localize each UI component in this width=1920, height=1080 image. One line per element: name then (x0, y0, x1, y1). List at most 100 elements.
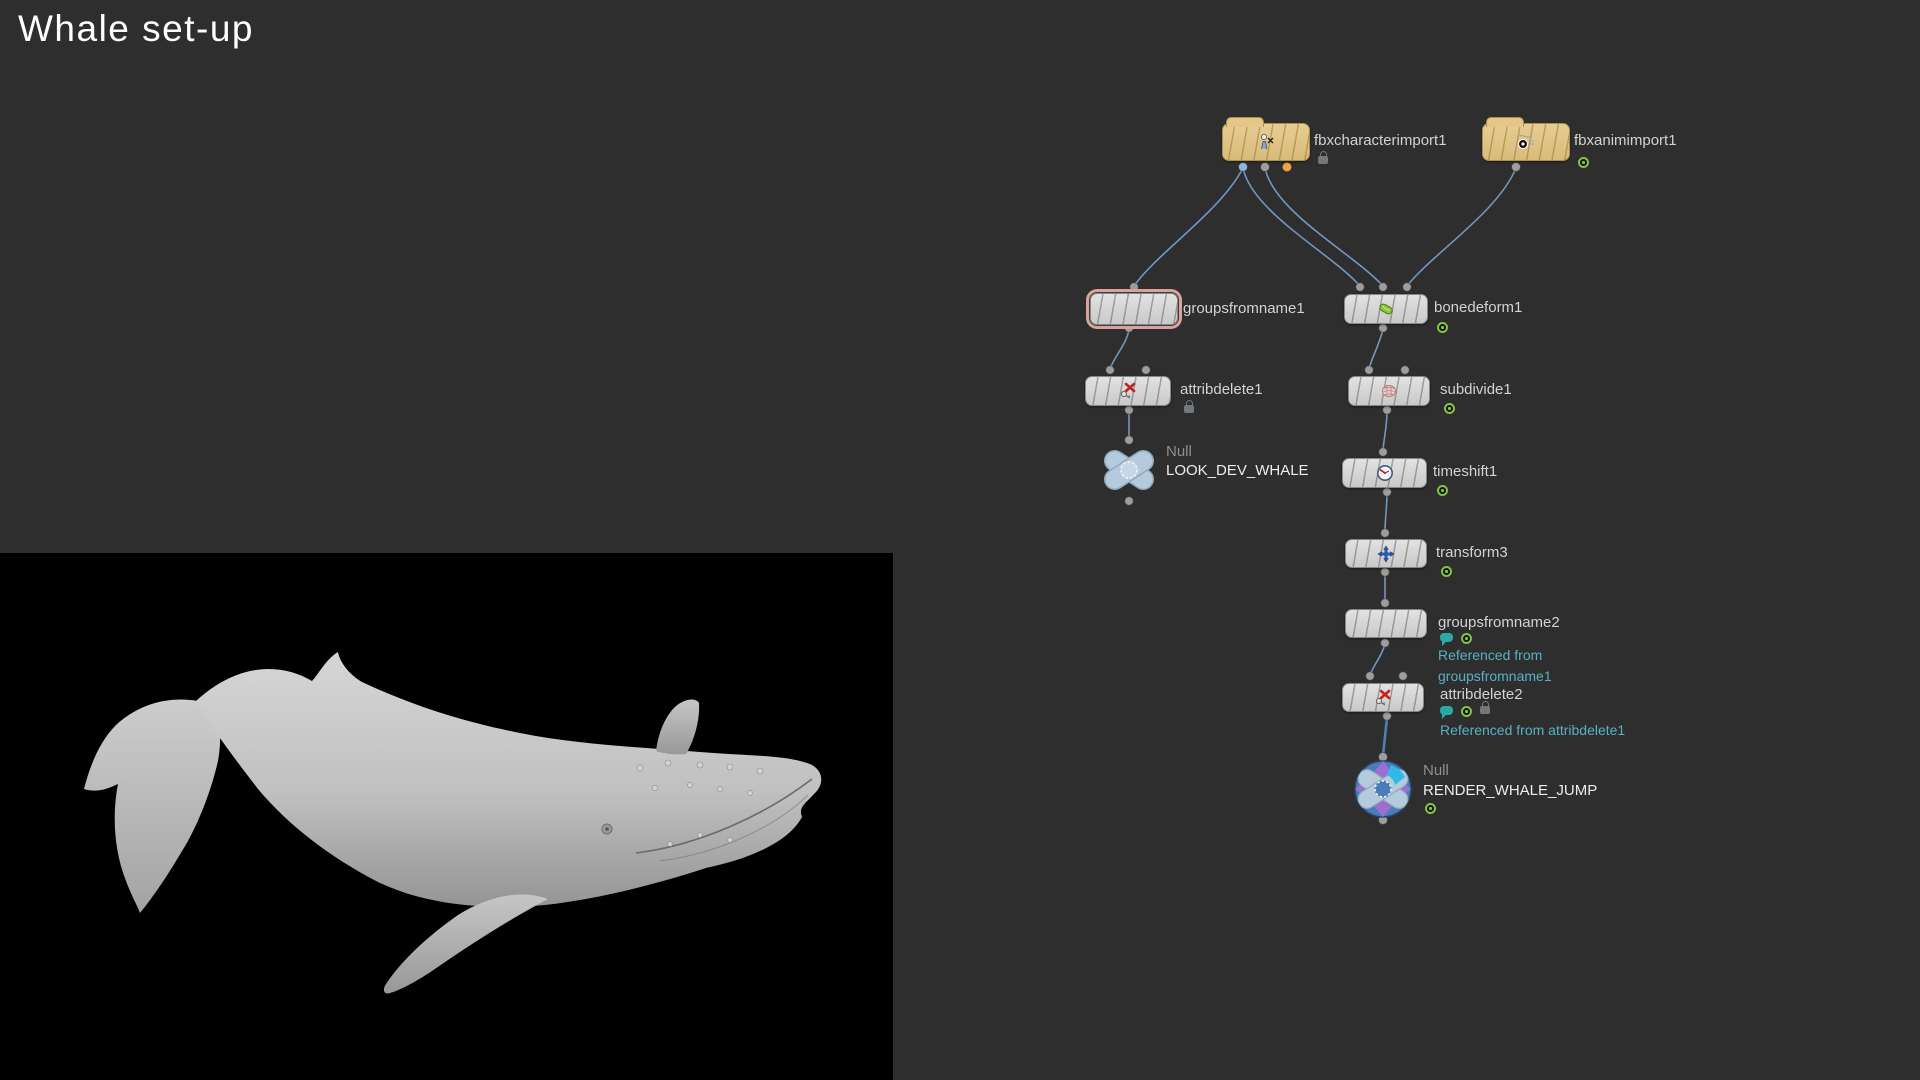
node-shape[interactable] (1348, 376, 1430, 406)
node-label: subdivide1 (1440, 381, 1512, 398)
input-connector[interactable] (1378, 282, 1388, 292)
node-shape[interactable] (1222, 117, 1310, 161)
info-badge-icon[interactable] (1444, 403, 1455, 414)
output-connector[interactable] (1124, 496, 1134, 506)
output-connector[interactable] (1382, 487, 1392, 497)
page-title: Whale set-up (18, 8, 254, 49)
info-badge-icon[interactable] (1437, 485, 1448, 496)
node-render-whale-jump[interactable]: Null RENDER_WHALE_JUMP (1353, 759, 1597, 824)
node-type-label: Null (1423, 762, 1449, 779)
wire-groupsfromname2-attribdelete2[interactable] (1369, 643, 1386, 676)
wire-fbxchar-bonedeform-in1[interactable] (1242, 167, 1361, 287)
input-connector[interactable] (1398, 671, 1408, 681)
node-label: attribdelete1 (1180, 381, 1263, 398)
whale-fluke (84, 699, 221, 913)
input-connector[interactable] (1380, 598, 1390, 608)
node-shape[interactable] (1085, 376, 1171, 406)
input-connector[interactable] (1400, 365, 1410, 375)
node-label: attribdelete2 (1440, 686, 1523, 703)
whale-body (196, 652, 822, 907)
whale-jaw-line (659, 794, 809, 862)
node-shape[interactable] (1345, 539, 1427, 568)
node-label: bonedeform1 (1434, 299, 1523, 316)
input-connector[interactable] (1364, 365, 1374, 375)
wire-timeshift-transform[interactable] (1384, 492, 1388, 532)
node-label: fbxanimimport1 (1574, 132, 1677, 149)
subdivide-icon (1382, 385, 1396, 397)
scene-viewport[interactable] (0, 553, 893, 1080)
output-connector[interactable] (1238, 162, 1248, 172)
whale-pupil (605, 827, 609, 831)
output-connector[interactable] (1260, 162, 1270, 172)
input-connector[interactable] (1402, 282, 1412, 292)
comment-icon[interactable] (1440, 706, 1453, 719)
render-null-icon[interactable] (1353, 759, 1413, 819)
node-shape[interactable] (1090, 293, 1178, 325)
node-shape[interactable] (1344, 294, 1428, 324)
node-look-dev-whale[interactable]: Null LOOK_DEV_WHALE (1098, 443, 1309, 500)
node-label: transform3 (1436, 544, 1508, 561)
comment-icon[interactable] (1440, 633, 1453, 646)
input-connector[interactable] (1124, 435, 1134, 445)
attrib-delete-icon (1120, 382, 1136, 399)
null-x-icon[interactable] (1098, 445, 1160, 495)
node-label: LOOK_DEV_WHALE (1166, 462, 1309, 479)
output-connector[interactable] (1380, 567, 1390, 577)
info-badge-icon[interactable] (1461, 706, 1472, 717)
node-shape[interactable] (1342, 458, 1427, 488)
input-connector[interactable] (1129, 282, 1139, 292)
node-connectors (1105, 162, 1521, 825)
wire-bonedeform-subdivide[interactable] (1368, 328, 1384, 370)
whale-tubercles (636, 759, 764, 847)
node-shape[interactable] (1342, 683, 1424, 712)
info-badge-icon[interactable] (1425, 803, 1436, 814)
fbx-character-import-icon (1261, 134, 1274, 150)
lock-icon (1184, 400, 1194, 413)
output-connector[interactable] (1380, 638, 1390, 648)
wire-subdivide-timeshift[interactable] (1382, 410, 1388, 451)
info-badge-icon[interactable] (1578, 157, 1589, 168)
output-connector[interactable] (1382, 405, 1392, 415)
reference-note-line1: Referenced from (1438, 647, 1543, 663)
input-connector[interactable] (1355, 282, 1365, 292)
whale-render (84, 652, 822, 994)
whale-near-fin (383, 894, 548, 994)
lock-icon (1480, 701, 1490, 714)
wire-attribdelete2-render[interactable] (1381, 717, 1389, 756)
input-connector[interactable] (1141, 365, 1151, 375)
node-label: fbxcharacterimport1 (1314, 132, 1447, 149)
whale-mouth-line (635, 778, 813, 854)
wire-fbxchar-bonedeform-in2[interactable] (1264, 167, 1384, 287)
input-connector[interactable] (1365, 671, 1375, 681)
input-connector[interactable] (1378, 447, 1388, 457)
reference-note-line2: groupsfromname1 (1438, 668, 1552, 684)
wire-fbxanim-bonedeform-in3[interactable] (1406, 167, 1517, 287)
display-flag[interactable] (1282, 162, 1292, 172)
info-badge-icon[interactable] (1461, 633, 1472, 644)
node-label: groupsfromname1 (1183, 300, 1305, 317)
node-label: RENDER_WHALE_JUMP (1423, 782, 1598, 799)
attrib-delete-icon (1375, 689, 1391, 706)
info-badge-icon[interactable] (1441, 566, 1452, 577)
wire-groupsfromname1-attribdelete1[interactable] (1109, 329, 1130, 370)
node-shape[interactable] (1482, 117, 1570, 161)
wire-fbxchar-groupsfromname1[interactable] (1133, 167, 1244, 287)
transform-gizmo-icon (1377, 544, 1395, 563)
lock-icon (1318, 151, 1328, 164)
input-connector[interactable] (1105, 365, 1115, 375)
fbx-anim-import-icon (1518, 134, 1534, 149)
node-label: groupsfromname2 (1438, 614, 1560, 631)
output-connector[interactable] (1511, 162, 1521, 172)
reference-note: Referenced from attribdelete1 (1440, 722, 1626, 738)
info-badge-icon[interactable] (1437, 322, 1448, 333)
node-shape[interactable] (1345, 609, 1427, 638)
output-connector[interactable] (1124, 323, 1134, 333)
input-connector[interactable] (1380, 528, 1390, 538)
output-connector[interactable] (1378, 323, 1388, 333)
bone-icon (1379, 303, 1393, 315)
node-label: timeshift1 (1433, 463, 1498, 480)
output-connector[interactable] (1124, 405, 1134, 415)
output-connector[interactable] (1382, 711, 1392, 721)
